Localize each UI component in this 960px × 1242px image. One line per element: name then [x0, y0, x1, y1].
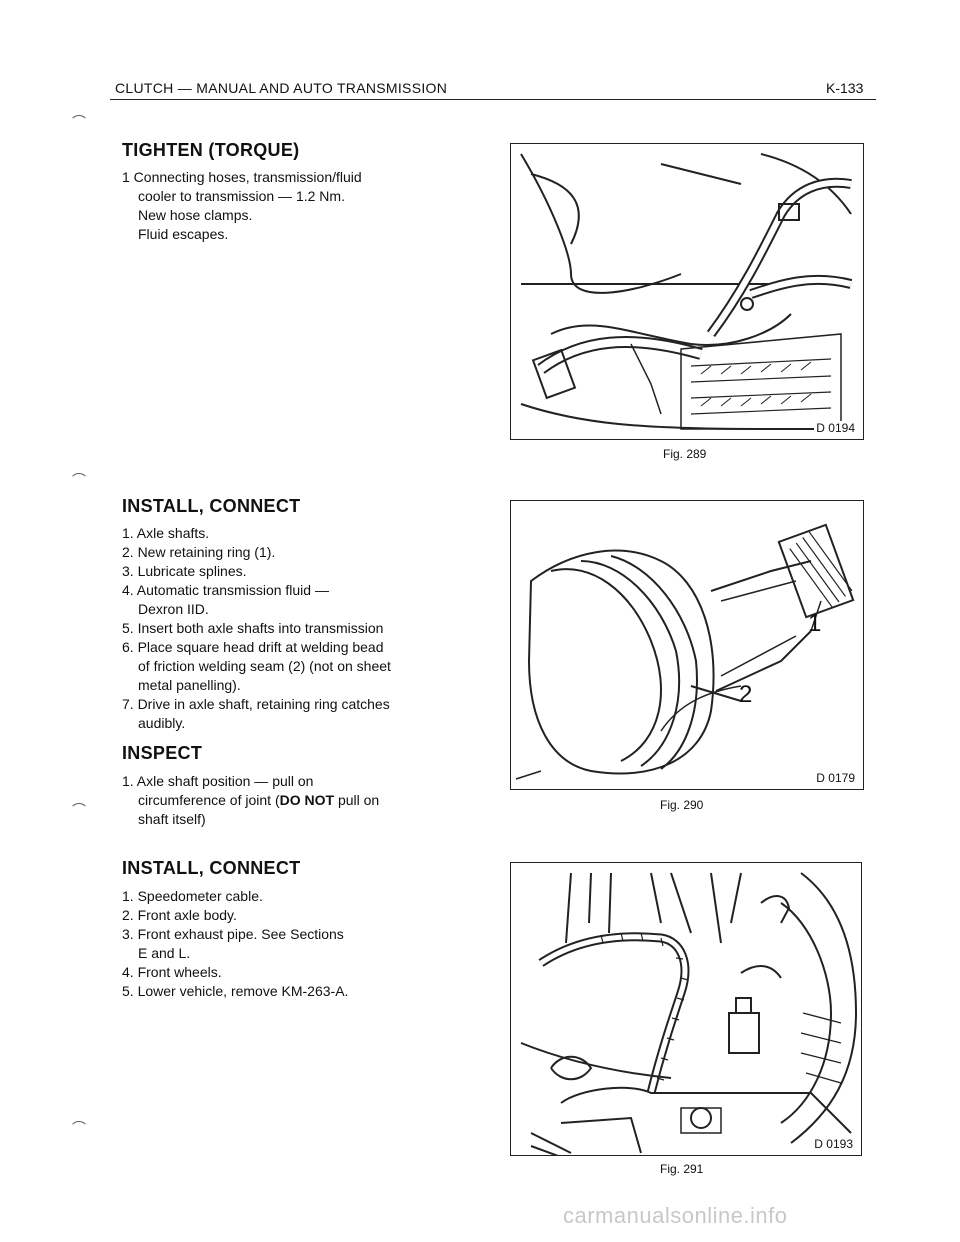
text-line: 3. Front exhaust pipe. See Sections [122, 926, 344, 942]
section-heading-inspect: INSPECT [122, 743, 203, 763]
margin-mark: ⌒ [72, 472, 86, 488]
figure-290-axle-shaft-joint: 1 2 D 0179 [510, 500, 864, 790]
text-line: 5. Lower vehicle, remove KM-263-A. [122, 983, 349, 999]
text-line: metal panelling). [138, 677, 241, 693]
figure-291-speedometer-cable: D 0193 [510, 862, 862, 1156]
text-line: New hose clamps. [138, 207, 253, 223]
header-rule [110, 99, 876, 100]
figure-289-drawing [520, 153, 853, 430]
text-line: 6. Place square head drift at welding be… [122, 639, 384, 655]
margin-mark: ⌒ [72, 802, 86, 818]
text-line: E and L. [138, 945, 191, 961]
text-line: 5. Insert both axle shafts into transmis… [122, 620, 384, 636]
figure-caption: Fig. 290 [660, 798, 704, 812]
callout-1: 1 [808, 610, 822, 637]
text-line: audibly. [138, 715, 186, 731]
figure-290-drawing [515, 523, 855, 780]
section-body-install-2: 1. Speedometer cable. 2. Front axle body… [122, 887, 462, 1001]
text-line: 7. Drive in axle shaft, retaining ring c… [122, 696, 390, 712]
figure-caption: Fig. 291 [660, 1162, 704, 1176]
text-line: 1. Axle shaft position — pull on [122, 773, 314, 789]
text-line: 2. Front axle body. [122, 907, 237, 923]
margin-mark: ⌒ [72, 114, 86, 130]
figure-code: D 0179 [814, 771, 857, 785]
section-heading-install: INSTALL, CONNECT [122, 496, 301, 516]
text-line: 1. Speedometer cable. [122, 888, 263, 904]
watermark: carmanualsonline.info [563, 1203, 788, 1228]
text-line: 1 Connecting hoses, transmission/fluid [122, 169, 362, 185]
figure-code: D 0194 [814, 421, 857, 435]
figure-caption: Fig. 289 [663, 447, 707, 461]
text-line: circumference of joint (DO NOT pull on [138, 792, 380, 808]
text-line: 4. Automatic transmission fluid — [122, 582, 329, 598]
text-line: 2. New retaining ring (1). [122, 544, 276, 560]
text-line: 1. Axle shafts. [122, 525, 210, 541]
section-body-install: 1. Axle shafts. 2. New retaining ring (1… [122, 524, 462, 733]
text-line: Fluid escapes. [138, 226, 229, 242]
margin-mark: ⌒ [72, 1120, 86, 1136]
text-line: shaft itself) [138, 811, 206, 827]
figure-code: D 0193 [812, 1137, 855, 1151]
text-line: 3. Lubricate splines. [122, 563, 247, 579]
figure-289-transmission-cooler-hoses: D 0194 [510, 143, 864, 440]
figure-291-drawing [520, 872, 858, 1155]
callout-2: 2 [739, 681, 753, 708]
section-heading-install-2: INSTALL, CONNECT [122, 858, 301, 878]
section-body-inspect: 1. Axle shaft position — pull on circumf… [122, 772, 462, 829]
running-header-title: CLUTCH — MANUAL AND AUTO TRANSMISSION [115, 80, 448, 96]
page-number: K-133 [826, 80, 864, 96]
section-heading-tighten: TIGHTEN (TORQUE) [122, 140, 300, 160]
text-line: Dexron IID. [138, 601, 209, 617]
text-line: cooler to transmission — 1.2 Nm. [138, 188, 345, 204]
section-body-tighten: 1 Connecting hoses, transmission/fluid c… [122, 168, 462, 244]
text-line: 4. Front wheels. [122, 964, 222, 980]
text-line: of friction welding seam (2) (not on she… [138, 658, 391, 674]
